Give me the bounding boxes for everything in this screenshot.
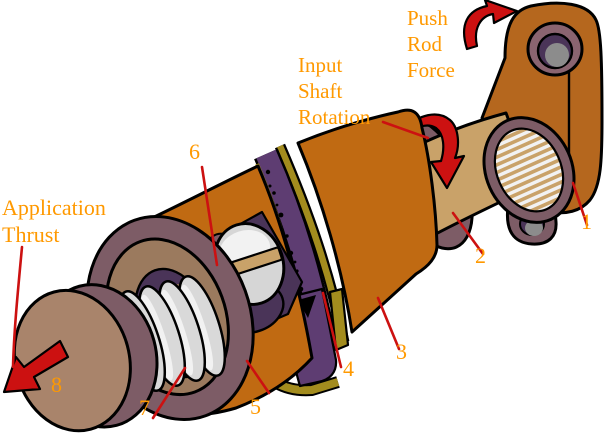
part-number-7: 7	[139, 395, 150, 420]
leader-3	[376, 296, 401, 351]
part-number-4: 4	[343, 356, 354, 381]
part-number-8: 8	[51, 372, 62, 397]
spline-collar	[482, 116, 576, 224]
leader-6	[200, 165, 219, 267]
housing-right-half	[296, 108, 439, 334]
pin-hole-inner	[545, 43, 569, 67]
part-number-3: 3	[396, 339, 407, 364]
leader-application-thrust	[11, 245, 24, 369]
callout-push-rod-force: Push Rod Force	[407, 5, 455, 83]
leader-5	[245, 359, 271, 395]
bracket-notch	[298, 295, 316, 318]
thrust-disc	[12, 283, 159, 433]
part-number-6: 6	[189, 139, 200, 164]
leader-4	[321, 291, 343, 369]
callout-line: Input	[298, 53, 343, 77]
callout-line: Rotation	[298, 105, 371, 129]
push-rod-force-arrow	[462, 0, 519, 51]
leader-input-shaft	[381, 120, 430, 140]
leader-2	[451, 211, 485, 256]
spline-edge	[493, 127, 565, 213]
callout-line: Application	[2, 195, 106, 220]
clevis-notch	[525, 220, 543, 236]
callout-line: Push	[407, 6, 448, 30]
callout-line: Shaft	[298, 79, 343, 103]
leader-1	[571, 181, 589, 227]
shaft-rotation-arrow	[402, 113, 466, 190]
leader-7	[151, 366, 187, 420]
callout-input-shaft-rotation: Input Shaft Rotation	[298, 52, 370, 130]
leader-lines	[11, 120, 589, 420]
callout-application-thrust: Application Thrust	[2, 194, 106, 248]
part-number-5: 5	[250, 394, 261, 419]
part-number-2: 2	[475, 243, 486, 268]
application-thrust-arrow	[2, 339, 70, 394]
callout-line: Force	[407, 58, 455, 82]
bracket-gold-post	[328, 287, 350, 352]
callout-line: Rod	[407, 32, 443, 56]
part-number-1: 1	[581, 209, 592, 234]
callout-line: Thrust	[2, 222, 60, 247]
